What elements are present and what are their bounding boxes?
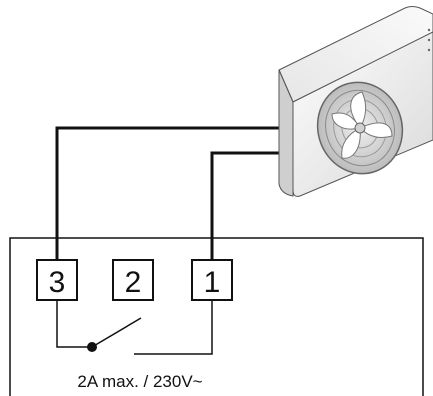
wire-terminal-1 (210, 151, 305, 260)
outdoor-fan-unit-icon (278, 6, 433, 197)
controller-box (9, 237, 424, 396)
terminal-2: 2 (112, 259, 154, 301)
terminal-1: 1 (191, 259, 233, 301)
fan-grille (316, 81, 404, 175)
terminal-3: 3 (36, 259, 78, 301)
terminal-2-label: 2 (125, 266, 142, 299)
terminal-1-label: 1 (204, 266, 221, 299)
rating-label: 2A max. / 230V~ (77, 372, 202, 391)
wire-terminal-3 (55, 126, 294, 260)
relay-contact (56, 300, 213, 355)
terminal-3-label: 3 (49, 266, 66, 299)
